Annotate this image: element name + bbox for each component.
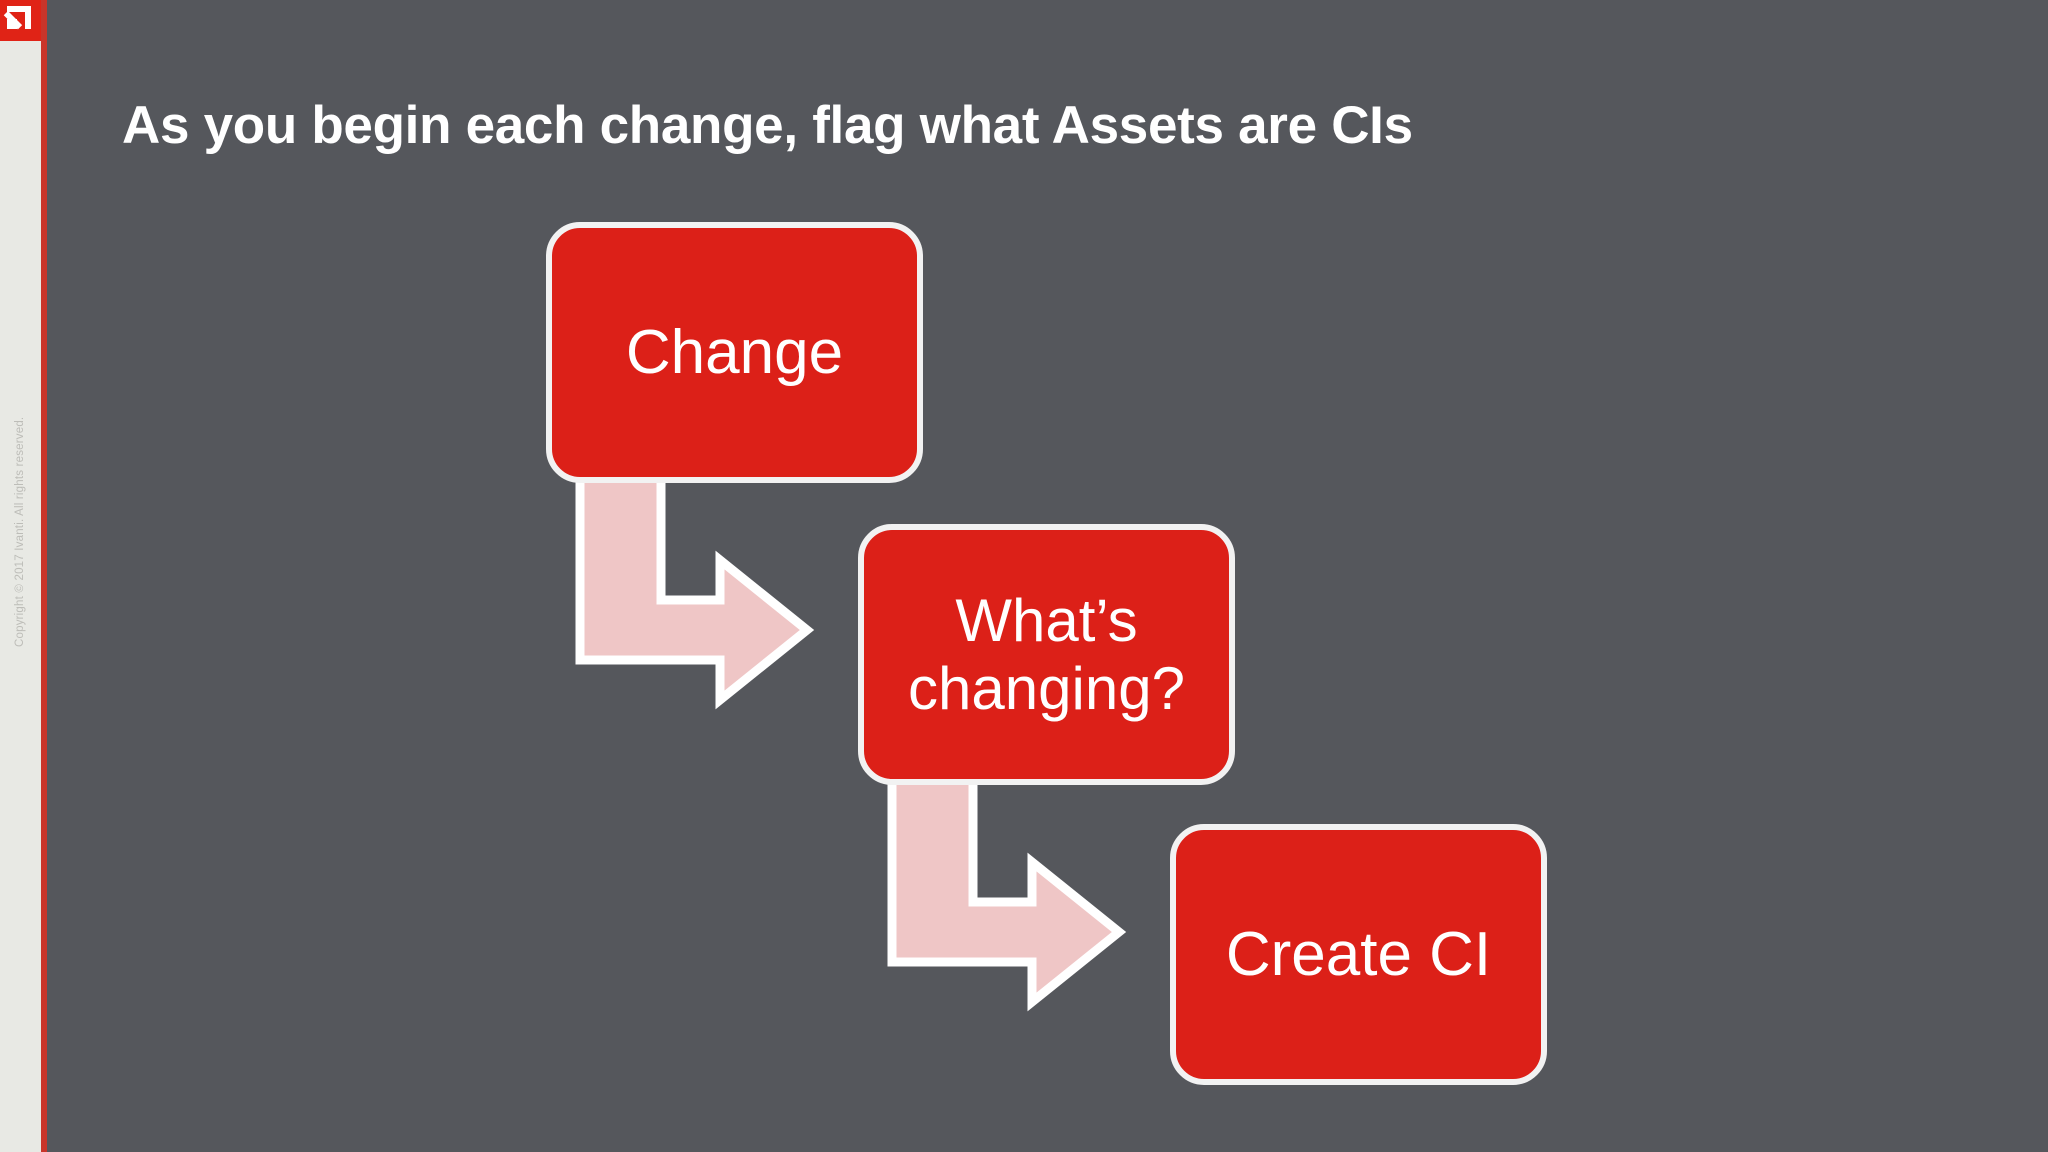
flow-box-change-label: Change [625,317,844,387]
sidebar: Copyright © 2017 Ivanti. All rights rese… [0,0,46,1152]
flow-box-create-ci-label: Create CI [1225,919,1492,989]
logo-right-bar [25,6,31,29]
page-title: As you begin each change, flag what Asse… [122,95,1413,155]
sidebar-accent-stripe [41,0,47,1152]
logo-top-bar [7,6,31,12]
flow-box-whats-changing-label: What’s changing? [908,587,1185,721]
flow-box-whats-changing[interactable]: What’s changing? [858,524,1235,785]
flow-box-whats-changing-line1: What’s [955,587,1138,655]
flow-box-whats-changing-line2: changing? [908,654,1185,722]
logo-square-block [7,19,17,29]
arrow-whats-changing-to-create-ci-icon [887,772,1127,1012]
ivanti-logo-icon[interactable] [0,0,41,41]
flow-box-create-ci[interactable]: Create CI [1170,824,1547,1085]
arrow-change-to-whats-changing-icon [575,470,815,710]
flow-box-change[interactable]: Change [546,222,923,483]
